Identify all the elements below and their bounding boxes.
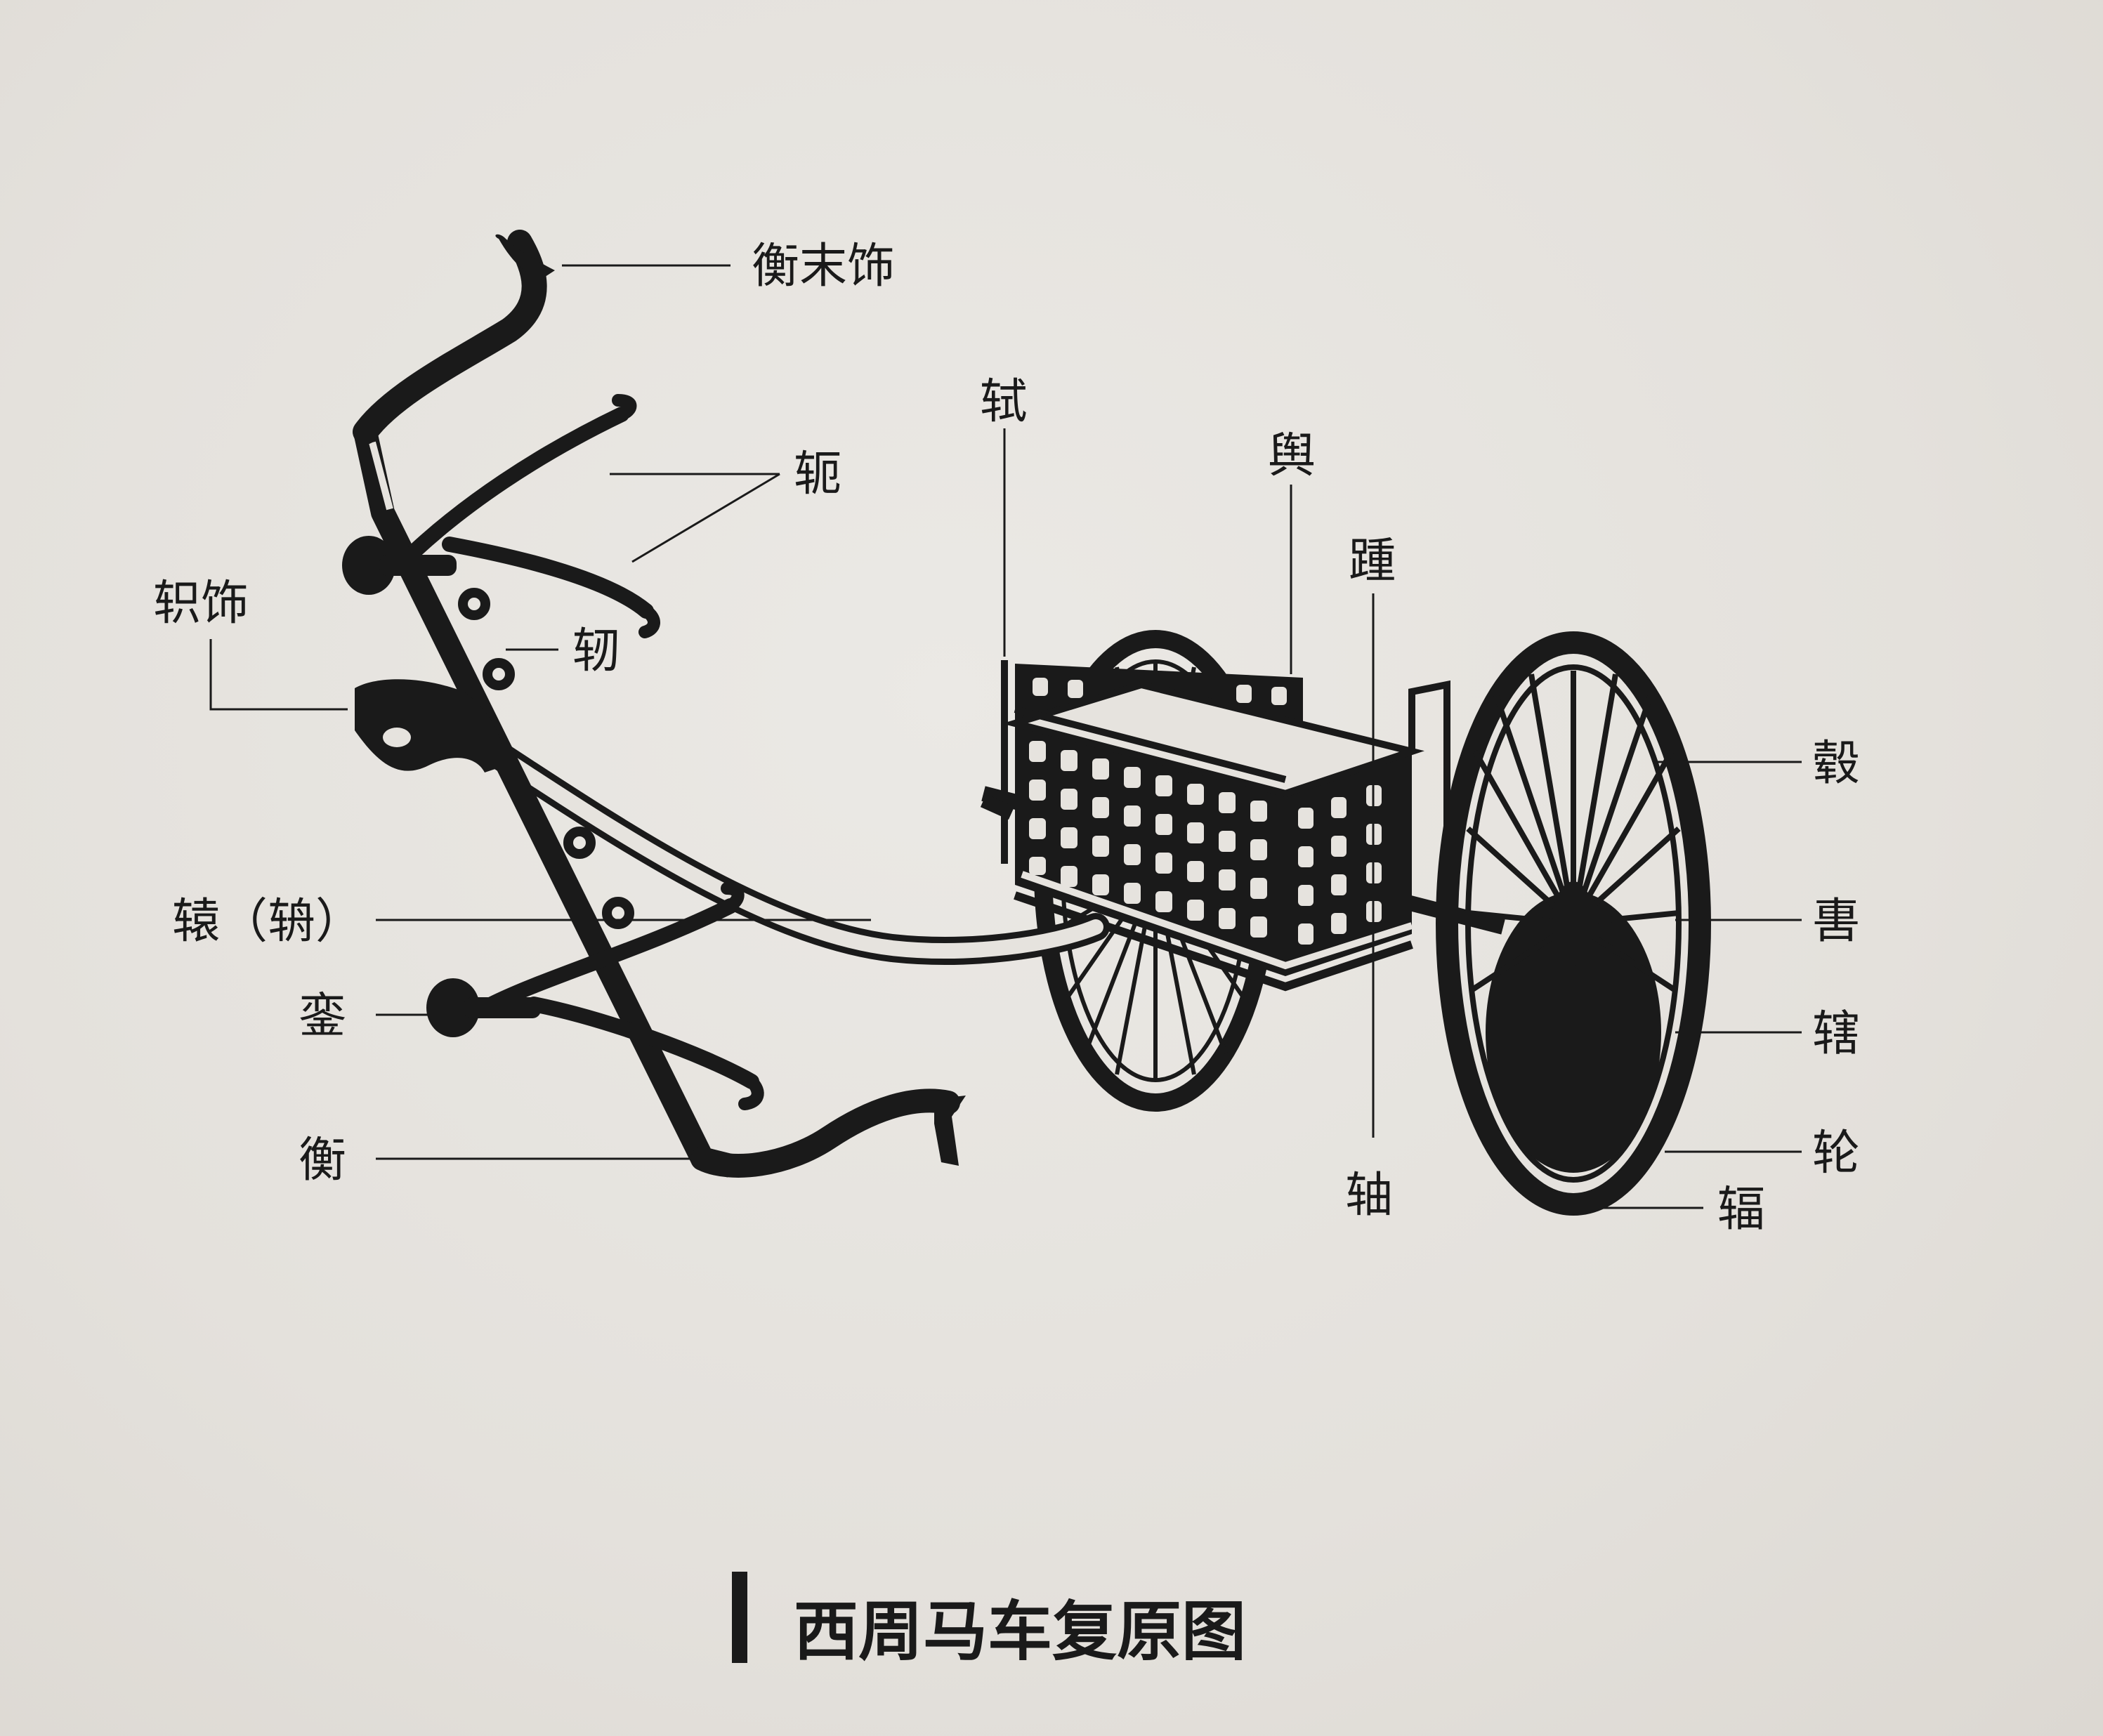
label-lun: 轮 xyxy=(1812,1126,1860,1181)
label-zhong: 踵 xyxy=(1349,534,1396,589)
caption-bar xyxy=(732,1572,747,1663)
label-yu: 舆 xyxy=(1268,428,1316,484)
label-gui-shi: 轵饰 xyxy=(153,576,249,631)
label-shi: 轼 xyxy=(980,374,1028,430)
label-xia: 辖 xyxy=(1812,1006,1860,1062)
carriage-box xyxy=(1001,660,1450,992)
label-luan: 銮 xyxy=(299,989,346,1044)
part-labels: 衡末饰 轭 轵饰 轫 辕（辀） 銮 衡 轼 舆 踵 毂 軎 辖 轮 轴 辐 xyxy=(153,239,1860,1237)
label-yuan: 辕（辀） xyxy=(172,894,363,949)
label-wei: 軎 xyxy=(1812,894,1860,949)
label-zhou: 轴 xyxy=(1345,1168,1393,1223)
label-heng: 衡 xyxy=(299,1133,346,1188)
label-e: 轭 xyxy=(794,447,841,502)
near-wheel xyxy=(1436,631,1711,1216)
yoke xyxy=(342,230,966,1178)
label-ren: 轫 xyxy=(572,624,620,679)
label-heng-mo-shi: 衡末饰 xyxy=(752,239,895,294)
pole xyxy=(485,741,1110,965)
label-fu: 辐 xyxy=(1717,1182,1765,1237)
leader-lines xyxy=(209,264,1802,1209)
caption-title: 西周马车复原图 xyxy=(794,1593,1246,1669)
label-gu: 毂 xyxy=(1812,736,1860,791)
caption: 西周马车复原图 xyxy=(732,1572,1246,1669)
